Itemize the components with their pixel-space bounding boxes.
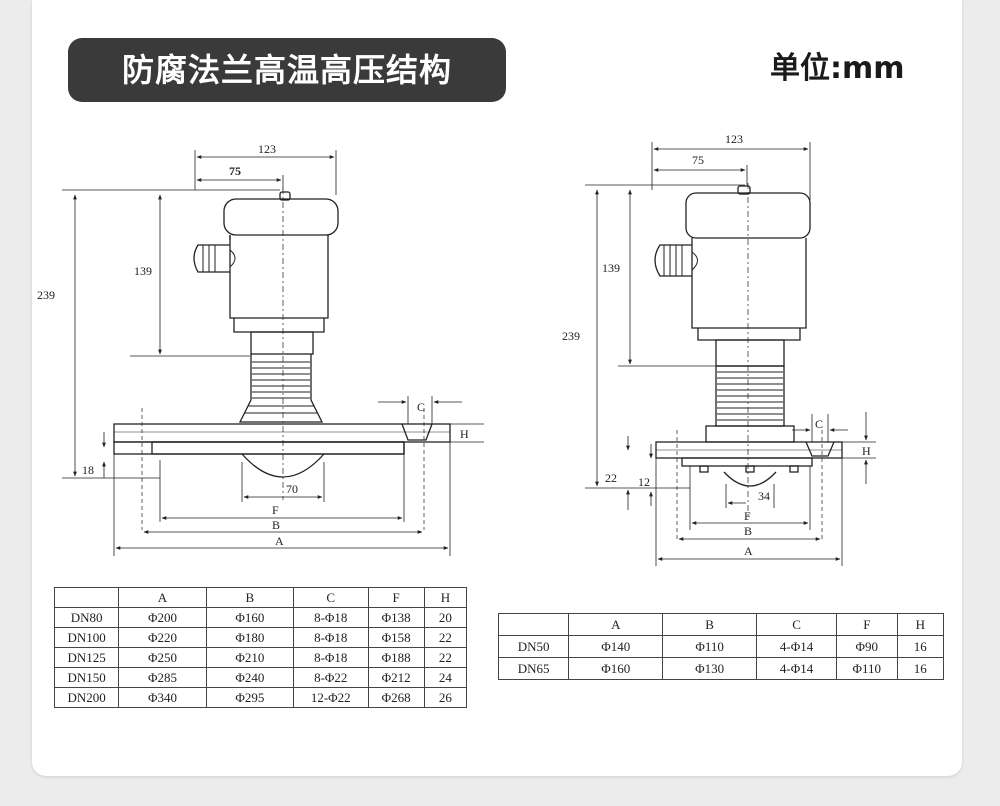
left-dimension-labels: 123 75 139 239 18 70 C H F B A [37,142,469,548]
table-row: DN150 Φ285 Φ240 8-Φ22 Φ212 24 [53,667,468,688]
table-cell: 8-Φ18 [293,647,369,668]
dim-34: 34 [758,489,770,503]
table-cell: DN50 [497,635,570,658]
table-row: DN80 Φ200 Φ160 8-Φ18 Φ138 20 [53,607,468,628]
dim-22: 22 [605,471,617,485]
table-cell: 24 [423,667,468,688]
table-cell: 8-Φ18 [293,627,369,648]
dim-12: 12 [638,475,650,489]
header-cell [53,587,120,608]
table-cell: 20 [423,607,468,628]
table-row: DN125 Φ250 Φ210 8-Φ18 Φ188 22 [53,647,468,668]
dim-75: 75 [229,164,241,178]
dim-f: F [744,509,751,523]
dim-239: 239 [562,329,580,343]
table-cell: 26 [423,687,468,708]
dim-75: 75 [692,153,704,167]
table-cell: Φ268 [367,687,425,708]
table-cell: 22 [423,647,468,668]
table-cell: Φ340 [118,687,207,708]
table-cell: Φ140 [568,635,664,658]
table-cell: 4-Φ14 [756,635,838,658]
table-row: DN50 Φ140 Φ110 4-Φ14 Φ90 16 [497,635,945,658]
page-title: 防腐法兰高温高压结构 [68,38,506,102]
table-cell: Φ220 [118,627,207,648]
left-sensor-drawing [62,150,484,556]
table-header-row: A B C F H [53,587,468,608]
header-cell: F [836,613,898,636]
header-cell: F [367,587,425,608]
table-cell: Φ110 [836,657,898,680]
table-cell: Φ160 [205,607,295,628]
table-header-row: A B C F H [497,613,945,636]
table-row: DN100 Φ220 Φ180 8-Φ18 Φ158 22 [53,627,468,648]
dim-b: B [272,518,280,532]
dim-h: H [460,427,469,441]
table-cell: Φ158 [367,627,425,648]
table-cell: DN65 [497,657,570,680]
table-cell: 8-Φ18 [293,607,369,628]
table-cell: Φ212 [367,667,425,688]
dim-139: 139 [602,261,620,275]
table-cell: 12-Φ22 [293,687,369,708]
dim-a: A [275,534,284,548]
header-cell: B [662,613,758,636]
table-cell: DN200 [53,687,120,708]
table-cell: Φ240 [205,667,295,688]
table-cell: 22 [423,627,468,648]
table-row: DN200 Φ340 Φ295 12-Φ22 Φ268 26 [53,687,468,708]
dim-f: F [272,503,279,517]
table-cell: 8-Φ22 [293,667,369,688]
table-cell: Φ200 [118,607,207,628]
dim-123: 123 [725,132,743,146]
table-cell: 16 [896,657,945,680]
table-cell: Φ130 [662,657,758,680]
table-row: DN65 Φ160 Φ130 4-Φ14 Φ110 16 [497,657,945,680]
unit-label: 单位:mm [770,51,905,86]
header-cell: H [423,587,468,608]
header-cell: A [118,587,207,608]
table-cell: Φ180 [205,627,295,648]
table-cell: Φ90 [836,635,898,658]
spec-table-right: A B C F H DN50 Φ140 Φ110 4-Φ14 Φ90 16 DN… [497,613,945,680]
table-cell: Φ250 [118,647,207,668]
table-cell: Φ210 [205,647,295,668]
dim-18: 18 [82,463,94,477]
table-cell: DN100 [53,627,120,648]
dim-h: H [862,444,871,458]
dim-70: 70 [286,482,298,496]
table-cell: Φ188 [367,647,425,668]
dim-c: C [417,400,425,414]
right-sensor-drawing [585,142,876,566]
dim-b: B [744,524,752,538]
table-cell: Φ110 [662,635,758,658]
header-cell: A [568,613,664,636]
header-cell: B [205,587,295,608]
dim-239: 239 [37,288,55,302]
table-cell: 4-Φ14 [756,657,838,680]
table-cell: DN150 [53,667,120,688]
header-cell [497,613,570,636]
dim-a: A [744,544,753,558]
table-cell: Φ138 [367,607,425,628]
dim-c: C [815,417,823,431]
table-cell: DN80 [53,607,120,628]
spec-table-left: A B C F H DN80 Φ200 Φ160 8-Φ18 Φ138 20 D… [53,587,468,708]
header-cell: C [293,587,369,608]
table-cell: 16 [896,635,945,658]
dim-123: 123 [258,142,276,156]
header-cell: H [896,613,945,636]
table-cell: Φ160 [568,657,664,680]
dim-139: 139 [134,264,152,278]
header-cell: C [756,613,838,636]
table-cell: Φ295 [205,687,295,708]
table-cell: Φ285 [118,667,207,688]
table-cell: DN125 [53,647,120,668]
right-dimension-labels: 123 75 139 239 22 12 34 C H F B A [562,132,871,558]
